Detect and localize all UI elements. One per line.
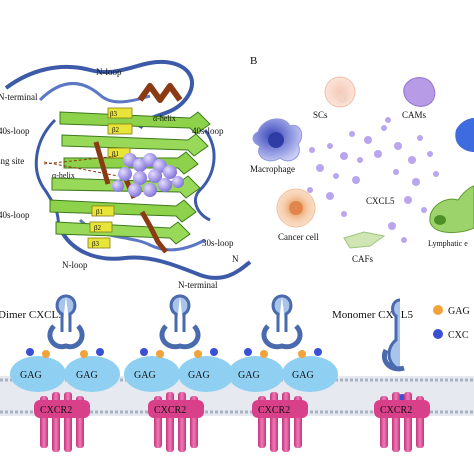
cam-cell [403, 77, 436, 107]
binding-site-leader [43, 161, 119, 177]
helix-2 [93, 141, 111, 185]
gag-label-1a: GAG [20, 370, 42, 381]
dimer-unit-3 [228, 294, 338, 392]
panel-b-letter: B [250, 55, 257, 67]
label-binding-site: ing site [0, 156, 24, 166]
label-n-loop-bottom: N-loop [62, 260, 88, 270]
helix-4 [139, 210, 168, 254]
label-40s-loop-left-bottom: 40s-loop [0, 210, 30, 220]
label-beta-5: β2 [94, 224, 102, 232]
label-n-terminal-top: N-terminal [0, 92, 38, 102]
loop-right [194, 129, 216, 222]
strand-6 [55, 221, 191, 245]
legend-cxc-label: CXC [448, 330, 469, 341]
label-alpha-helix-top: α-helix [153, 114, 176, 123]
gag-label-3b: GAG [292, 370, 314, 381]
cxcr2-receptor-3 [252, 392, 308, 452]
receptor-label-2: CXCR2 [154, 405, 186, 416]
label-cxcl5: CXCL5 [366, 196, 395, 206]
label-40s-loop-left-top: 40s-loop [0, 126, 30, 136]
gag-label-1b: GAG [76, 370, 98, 381]
label-n-right: N [232, 254, 239, 264]
cxcr2-receptor-4 [374, 392, 430, 452]
binding-site-spheres [112, 153, 184, 197]
beta-highlight-2 [107, 123, 133, 135]
macrophage-cell [252, 118, 303, 162]
legend-gag-label: GAG [448, 306, 470, 317]
label-n-loop-top: N-loop [96, 67, 122, 77]
legend-cxc-dot [433, 329, 443, 339]
label-cafs: CAFs [352, 254, 374, 264]
gag-label-2a: GAG [134, 370, 156, 381]
label-cams: CAMs [402, 110, 427, 120]
strand-5 [49, 199, 197, 223]
label-dimer: Dimer CXCL5 [0, 309, 64, 321]
legend-gag-dot [433, 305, 443, 315]
strand-1 [59, 111, 211, 135]
cancer-cell [276, 188, 316, 228]
receptor-label-4: CXCR2 [380, 405, 412, 416]
cxcr2-receptor-1 [34, 392, 90, 452]
label-beta-3: β1 [112, 150, 120, 158]
label-beta-2: β2 [112, 126, 120, 134]
caf-cell [343, 231, 386, 249]
loop-left [34, 118, 60, 231]
beta-highlight-5 [89, 221, 113, 233]
helix-1 [137, 83, 183, 103]
beta-highlight-6 [87, 237, 111, 249]
binding-site-leader-2 [43, 155, 119, 165]
label-n-terminal-bottom: N-terminal [178, 280, 218, 290]
receptor-label-3: CXCR2 [258, 405, 290, 416]
gag-label-3a: GAG [238, 370, 260, 381]
panel-b: B SCs CAMs Macrophage [250, 55, 474, 264]
label-40s-loop-right: 40s-loop [192, 126, 224, 136]
strand-2 [61, 133, 209, 157]
sc-cell [324, 76, 356, 108]
dimer-unit-1 [10, 294, 120, 392]
label-beta-1: β3 [110, 110, 118, 118]
panel-c: Dimer CXCL5 Monomer CXCL5 GAG CXC GAG GA… [0, 294, 474, 452]
edge-cell-blue [455, 118, 474, 152]
label-cancer-cell: Cancer cell [278, 232, 319, 242]
label-lymphatic: Lymphatic e [428, 239, 468, 248]
loop-top [4, 59, 195, 130]
beta-highlight-4 [91, 205, 115, 217]
label-alpha-helix-mid: α-helix [52, 171, 75, 180]
gag-label-2b: GAG [188, 370, 210, 381]
lymphatic-cell [429, 185, 474, 233]
label-beta-6: β3 [92, 240, 100, 248]
label-scs: SCs [313, 110, 328, 120]
label-beta-4: β1 [96, 208, 104, 216]
label-monomer: Monomer CXCL5 [332, 309, 413, 321]
label-macrophage: Macrophage [250, 164, 295, 174]
dimer-unit-2 [124, 294, 234, 392]
cxcr2-receptor-2 [148, 392, 204, 452]
beta-highlight-1 [107, 107, 133, 119]
loop-bottom [58, 227, 252, 280]
receptor-label-1: CXCR2 [40, 405, 72, 416]
protein-structure: N-loop N-terminal 40s-loop ing site α-he… [0, 59, 252, 290]
loop-top-2 [38, 82, 151, 104]
label-30s-loop: 30s-loop [202, 238, 234, 248]
cxcl5-dots [307, 117, 439, 243]
